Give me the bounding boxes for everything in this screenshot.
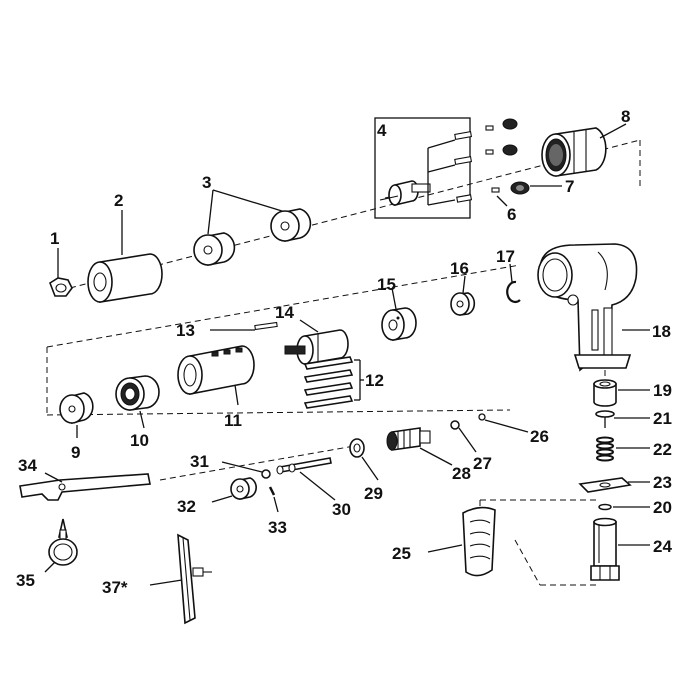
label-6: 6 bbox=[507, 205, 516, 224]
label-21: 21 bbox=[653, 409, 672, 428]
label-7: 7 bbox=[565, 177, 574, 196]
part-28-throttle-valve: 28 bbox=[386, 427, 471, 483]
part-24-air-inlet: 24 bbox=[590, 517, 672, 581]
label-28: 28 bbox=[452, 464, 471, 483]
part-23-gasket: 23 bbox=[578, 473, 672, 493]
label-19: 19 bbox=[653, 381, 672, 400]
label-10: 10 bbox=[130, 431, 149, 450]
part-11-cylinder: 11 bbox=[177, 345, 255, 430]
label-29: 29 bbox=[364, 484, 383, 503]
part-2-sleeve-nut: 2 bbox=[87, 191, 163, 303]
part-12-key: 13 bbox=[176, 321, 278, 340]
label-4: 4 bbox=[377, 121, 387, 140]
part-34-wrench: 34 bbox=[18, 456, 151, 501]
part-13-vanes: 12 bbox=[303, 356, 384, 409]
part-22-spring: 22 bbox=[596, 436, 672, 462]
part-1-hex-nut: 1 bbox=[49, 229, 73, 297]
label-33: 32 bbox=[177, 497, 196, 516]
label-22: 22 bbox=[653, 440, 672, 459]
part-18-housing: 18 bbox=[537, 243, 671, 372]
label-26: 26 bbox=[530, 427, 549, 446]
part-33-valve-cap: 32 bbox=[177, 477, 257, 516]
label-20: 20 bbox=[653, 498, 672, 517]
label-1: 1 bbox=[50, 229, 59, 248]
label-27: 27 bbox=[473, 454, 492, 473]
part-26-ring: 26 bbox=[478, 413, 549, 446]
part-17-snap-ring: 17 bbox=[496, 247, 521, 303]
label-15: 15 bbox=[377, 275, 396, 294]
part-7-roller: 7 bbox=[510, 177, 574, 196]
part-29-washer: 29 bbox=[349, 438, 383, 503]
label-9: 9 bbox=[71, 443, 80, 462]
part-31-o-ring: 31 bbox=[190, 452, 271, 479]
label-35: 35 bbox=[16, 571, 35, 590]
label-32: 33 bbox=[268, 518, 287, 537]
label-25: 25 bbox=[392, 544, 411, 563]
part-27-o-ring: 27 bbox=[450, 420, 492, 473]
part-25-grip: 25 bbox=[392, 506, 496, 577]
part-35-spanner: 35 bbox=[16, 518, 78, 590]
label-13: 12 bbox=[365, 371, 384, 390]
part-4-rotor-assembly: 4 bbox=[374, 117, 518, 219]
part-9-washer: 9 bbox=[59, 392, 94, 462]
label-24: 24 bbox=[653, 537, 672, 556]
label-30: 30 bbox=[332, 500, 351, 519]
part-32-pin: 33 bbox=[268, 486, 287, 537]
label-37: 37* bbox=[102, 578, 128, 597]
part-30-valve-stem: 30 bbox=[276, 457, 351, 519]
label-12: 13 bbox=[176, 321, 195, 340]
label-17: 17 bbox=[496, 247, 515, 266]
label-8: 8 bbox=[621, 107, 630, 126]
part-8-bearing-housing: 8 bbox=[541, 107, 630, 177]
part-19-bushing: 19 bbox=[593, 379, 672, 407]
label-14: 14 bbox=[275, 303, 294, 322]
part-15-end-plate: 15 bbox=[377, 275, 417, 341]
label-3: 3 bbox=[202, 173, 211, 192]
part-21-valve: 21 bbox=[595, 409, 672, 428]
part-10-bearing: 10 bbox=[115, 375, 160, 450]
label-31: 31 bbox=[190, 452, 209, 471]
part-20-o-ring: 20 bbox=[598, 498, 672, 517]
part-3-washers: 3 bbox=[193, 173, 312, 266]
label-18: 18 bbox=[652, 322, 671, 341]
part-6-pin: 6 bbox=[496, 195, 516, 224]
label-16: 16 bbox=[450, 259, 469, 278]
label-23: 23 bbox=[653, 473, 672, 492]
part-16-washer: 16 bbox=[450, 259, 476, 316]
label-2: 2 bbox=[114, 191, 123, 210]
label-34: 34 bbox=[18, 456, 37, 475]
label-11: 11 bbox=[224, 411, 242, 430]
part-14-rotor: 14 bbox=[275, 303, 349, 365]
part-37-disc-pad: 37* bbox=[102, 533, 212, 625]
